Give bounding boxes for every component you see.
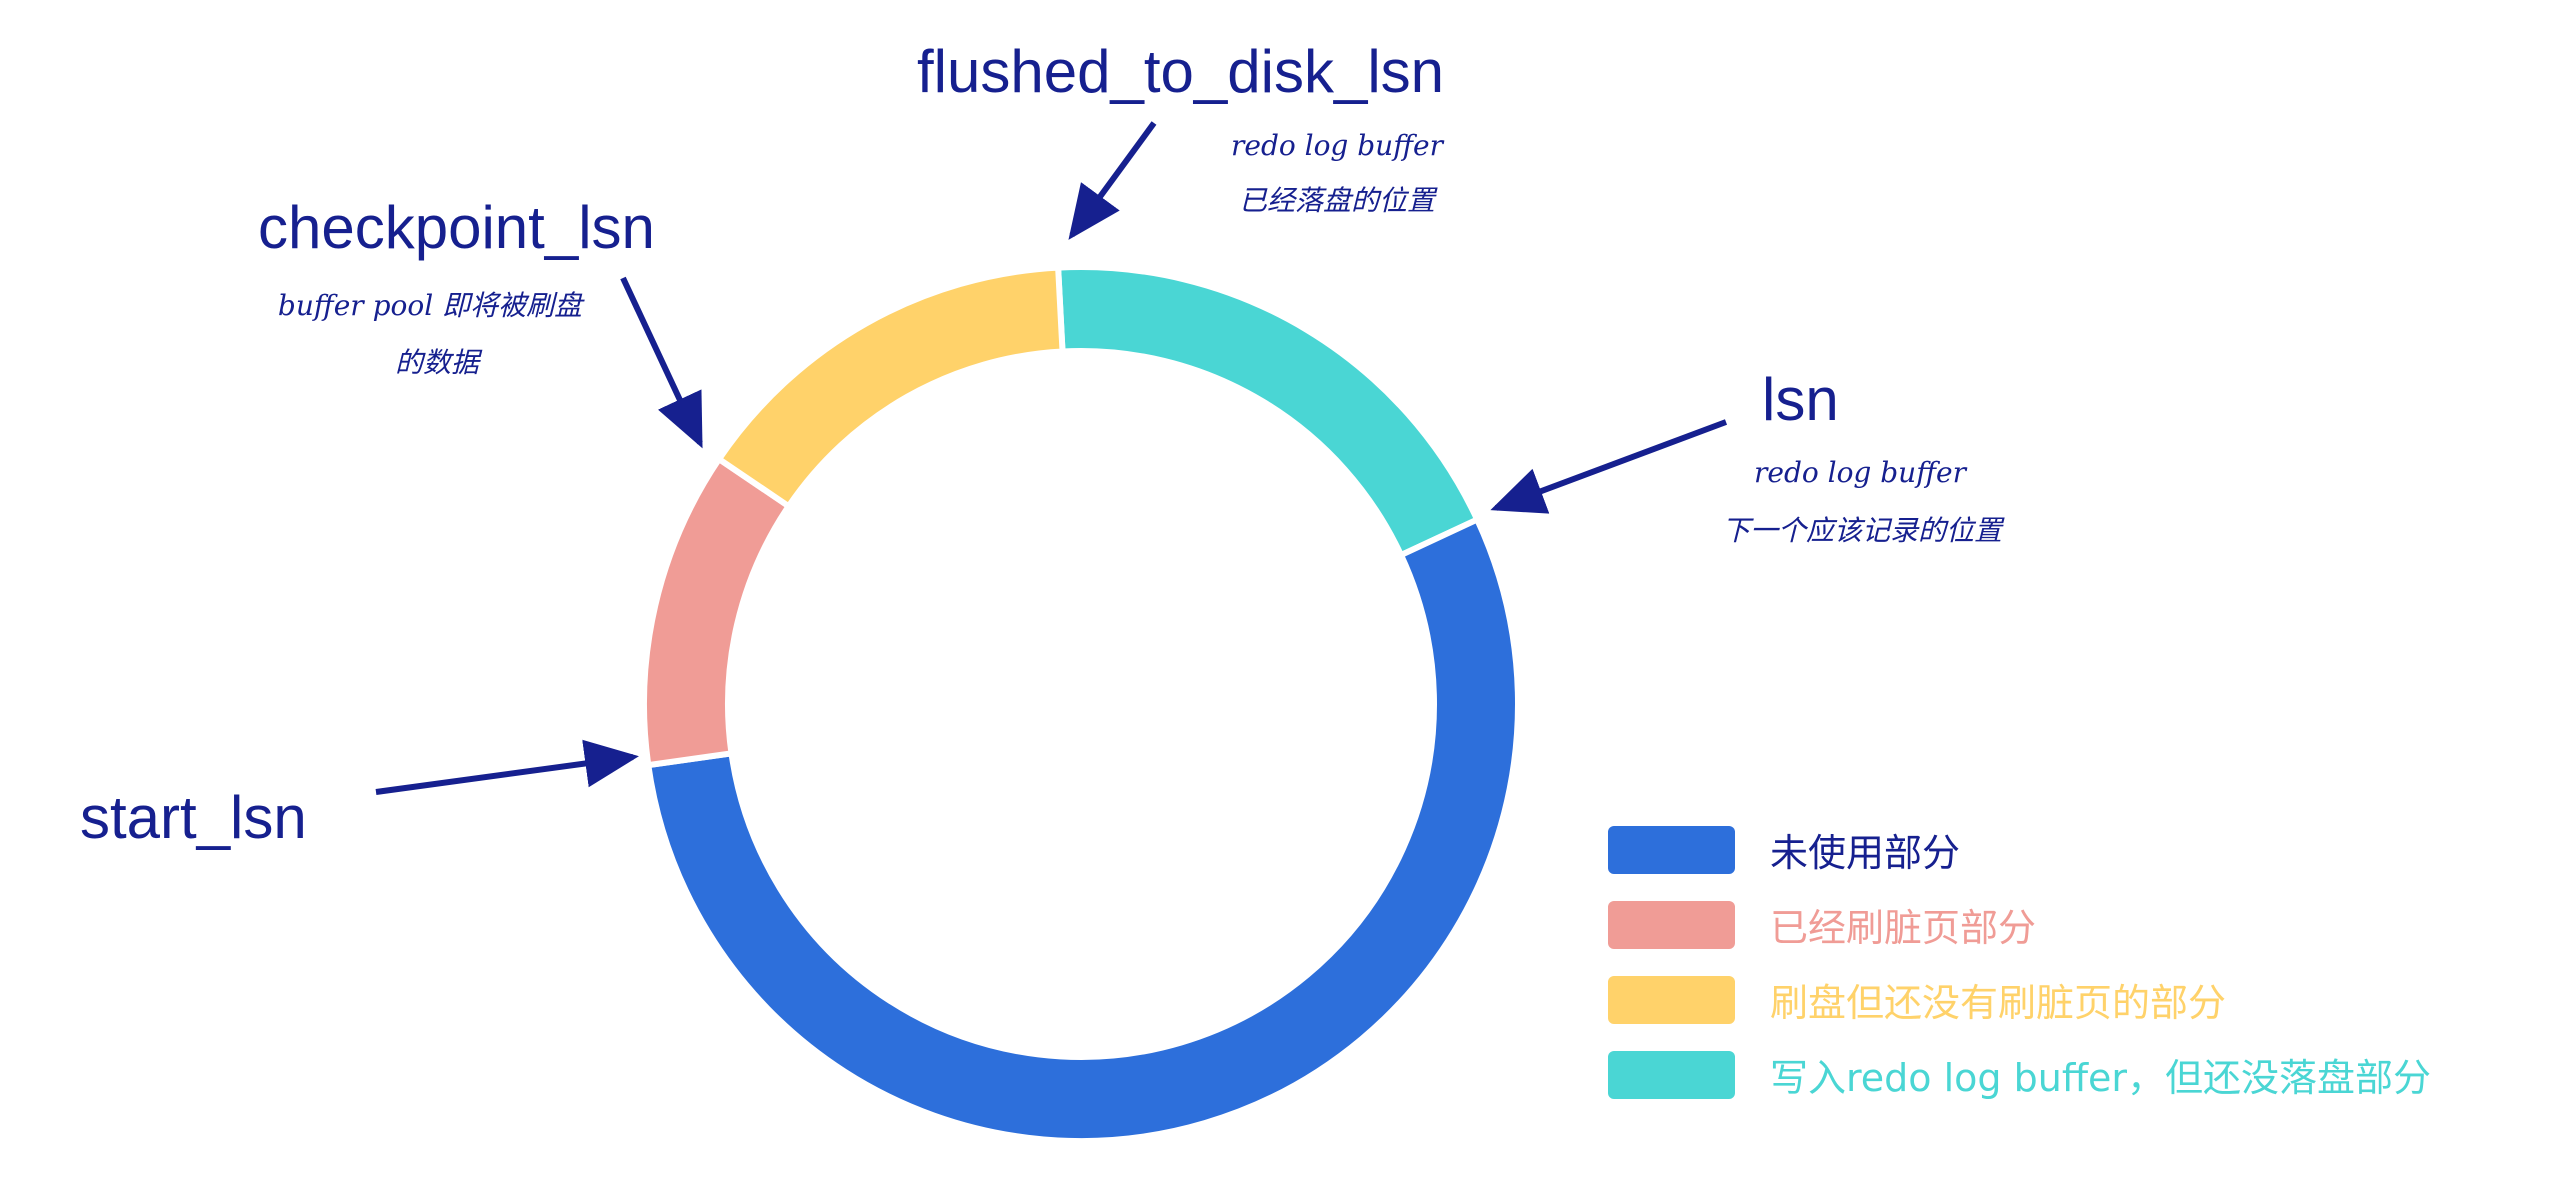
legend-item-unused: 未使用部分 <box>1608 826 1960 875</box>
arrow-start-lsn <box>375 739 639 795</box>
legend-swatch <box>1608 901 1735 949</box>
legend-item-flushed-not-dirty: 刷盘但还没有刷脏页的部分 <box>1608 976 2226 1025</box>
legend-swatch <box>1608 826 1735 874</box>
arrow-checkpoint-lsn <box>620 276 703 449</box>
legend-label: 已经刷脏页部分 <box>1770 906 2036 950</box>
legend-item-flushed-dirty-pages: 已经刷脏页部分 <box>1608 901 2036 950</box>
checkpoint-note-1: buffer pool 即将被刷盘 <box>278 289 585 322</box>
donut-segment-3 <box>714 264 1066 511</box>
lsn-note-1: redo log buffer <box>1754 456 1968 489</box>
lsn-label: lsn <box>1762 366 1839 433</box>
lsn-note-2: 下一个应该记录的位置 <box>1722 514 2005 547</box>
flushed-note-1: redo log buffer <box>1231 129 1445 162</box>
legend-label: 未使用部分 <box>1770 831 1960 875</box>
start-lsn-label: start_lsn <box>80 784 307 851</box>
donut-segment-1 <box>644 515 1521 1144</box>
flushed-to-disk-lsn-label: flushed_to_disk_lsn <box>917 38 1444 105</box>
legend-swatch <box>1608 1051 1735 1099</box>
donut-ring <box>641 264 1521 1144</box>
legend: 未使用部分 已经刷脏页部分 刷盘但还没有刷脏页的部分 写入redo log bu… <box>1608 826 2431 1100</box>
checkpoint-note-2: 的数据 <box>395 346 483 379</box>
legend-label: 刷盘但还没有刷脏页的部分 <box>1770 981 2226 1025</box>
legend-item-written-not-flushed: 写入redo log buffer，但还没落盘部分 <box>1608 1051 2431 1100</box>
flushed-note-2: 已经落盘的位置 <box>1239 184 1438 217</box>
donut-segment-0 <box>1054 264 1482 560</box>
legend-swatch <box>1608 976 1735 1024</box>
checkpoint-lsn-label: checkpoint_lsn <box>258 194 655 261</box>
legend-label: 写入redo log buffer，但还没落盘部分 <box>1770 1056 2431 1100</box>
arrow-lsn <box>1490 419 1728 514</box>
arrow-flushed-to-disk-lsn <box>1068 121 1157 240</box>
donut-segment-2 <box>641 454 793 769</box>
